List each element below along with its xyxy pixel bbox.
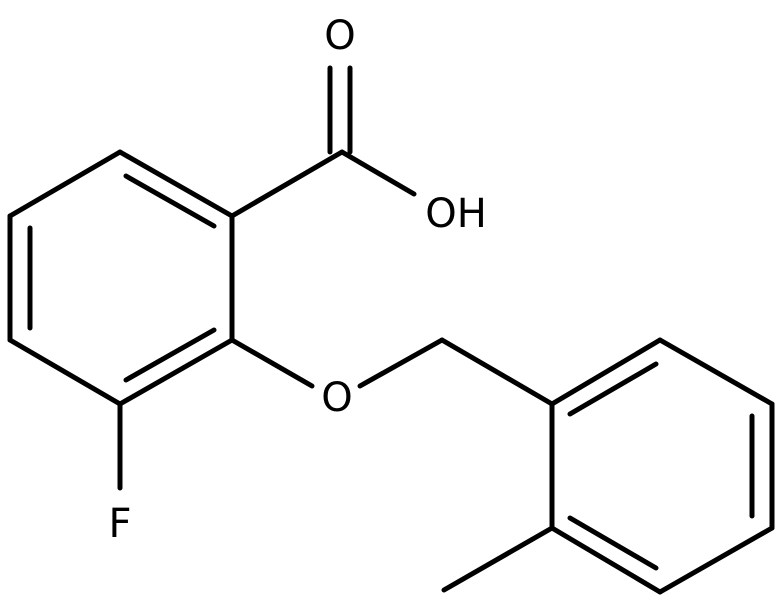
bond (117, 337, 235, 407)
benzyl-ether-linkage (229, 337, 555, 407)
bond (117, 149, 235, 219)
bond (657, 337, 775, 407)
bond (567, 515, 659, 571)
ether-oxygen-label: O (321, 375, 352, 421)
hydroxyl-label: OH (425, 191, 487, 237)
bond (123, 327, 217, 383)
methylphenyl-ring (549, 337, 775, 595)
fluorine-label: F (108, 501, 131, 547)
bond (549, 525, 663, 595)
bond (567, 361, 659, 417)
bond (549, 337, 663, 407)
bond (229, 149, 345, 219)
bond (7, 337, 123, 407)
carboxylic-acid-group (229, 65, 417, 219)
carbonyl-oxygen-label: O (324, 13, 355, 59)
bond (439, 337, 555, 407)
benzoic-ring (7, 149, 235, 407)
bond (339, 149, 417, 197)
bond (357, 337, 445, 389)
bond (229, 337, 315, 389)
bond (441, 525, 555, 593)
bond (7, 149, 123, 219)
bond (123, 173, 217, 229)
bond (657, 525, 775, 595)
